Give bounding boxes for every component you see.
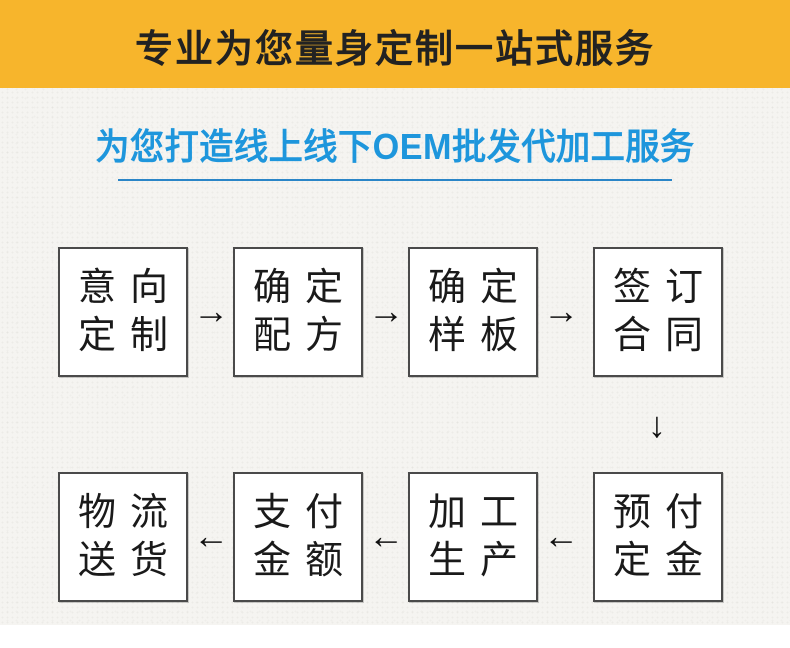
step-logistics-delivery: 物流 送货: [58, 472, 188, 602]
step-label-line: 金额: [252, 540, 357, 582]
step-label-line: 定金: [612, 540, 717, 582]
subtitle-underline: [118, 179, 672, 181]
arrow-left-icon: ←: [193, 515, 229, 556]
arrow-right-icon: →: [543, 290, 579, 331]
step-label-line: 送货: [77, 540, 182, 582]
page-title: 专业为您量身定制一站式服务: [134, 28, 655, 71]
step-label-line: 物流: [77, 492, 182, 534]
subtitle-text: 为您打造线上线下OEM批发代加工服务: [95, 126, 695, 167]
header-banner: 专业为您量身定制一站式服务: [0, 0, 790, 88]
step-label-line: 定制: [77, 315, 182, 357]
arrow-left-icon: ←: [368, 515, 404, 556]
step-label-line: 生产: [427, 540, 532, 582]
step-confirm-formula: 确定 配方: [233, 247, 363, 377]
step-label-line: 支付: [252, 492, 357, 534]
step-processing-production: 加工 生产: [408, 472, 538, 602]
step-confirm-sample: 确定 样板: [408, 247, 538, 377]
step-pay-amount: 支付 金额: [233, 472, 363, 602]
step-label-line: 加工: [427, 492, 532, 534]
step-label-line: 确定: [427, 267, 532, 309]
step-prepay-deposit: 预付 定金: [593, 472, 723, 602]
step-label-line: 样板: [427, 315, 532, 357]
step-label-line: 意向: [77, 267, 182, 309]
step-label-line: 预付: [612, 492, 717, 534]
step-label-line: 签订: [612, 267, 717, 309]
subtitle-section: 为您打造线上线下OEM批发代加工服务: [0, 118, 790, 181]
arrow-down-icon: ↓: [648, 404, 666, 445]
step-intent-customization: 意向 定制: [58, 247, 188, 377]
step-label-line: 配方: [252, 315, 357, 357]
arrow-left-icon: ←: [543, 515, 579, 556]
step-label-line: 确定: [252, 267, 357, 309]
arrow-right-icon: →: [368, 290, 404, 331]
step-sign-contract: 签订 合同: [593, 247, 723, 377]
step-label-line: 合同: [612, 315, 717, 357]
arrow-right-icon: →: [193, 290, 229, 331]
